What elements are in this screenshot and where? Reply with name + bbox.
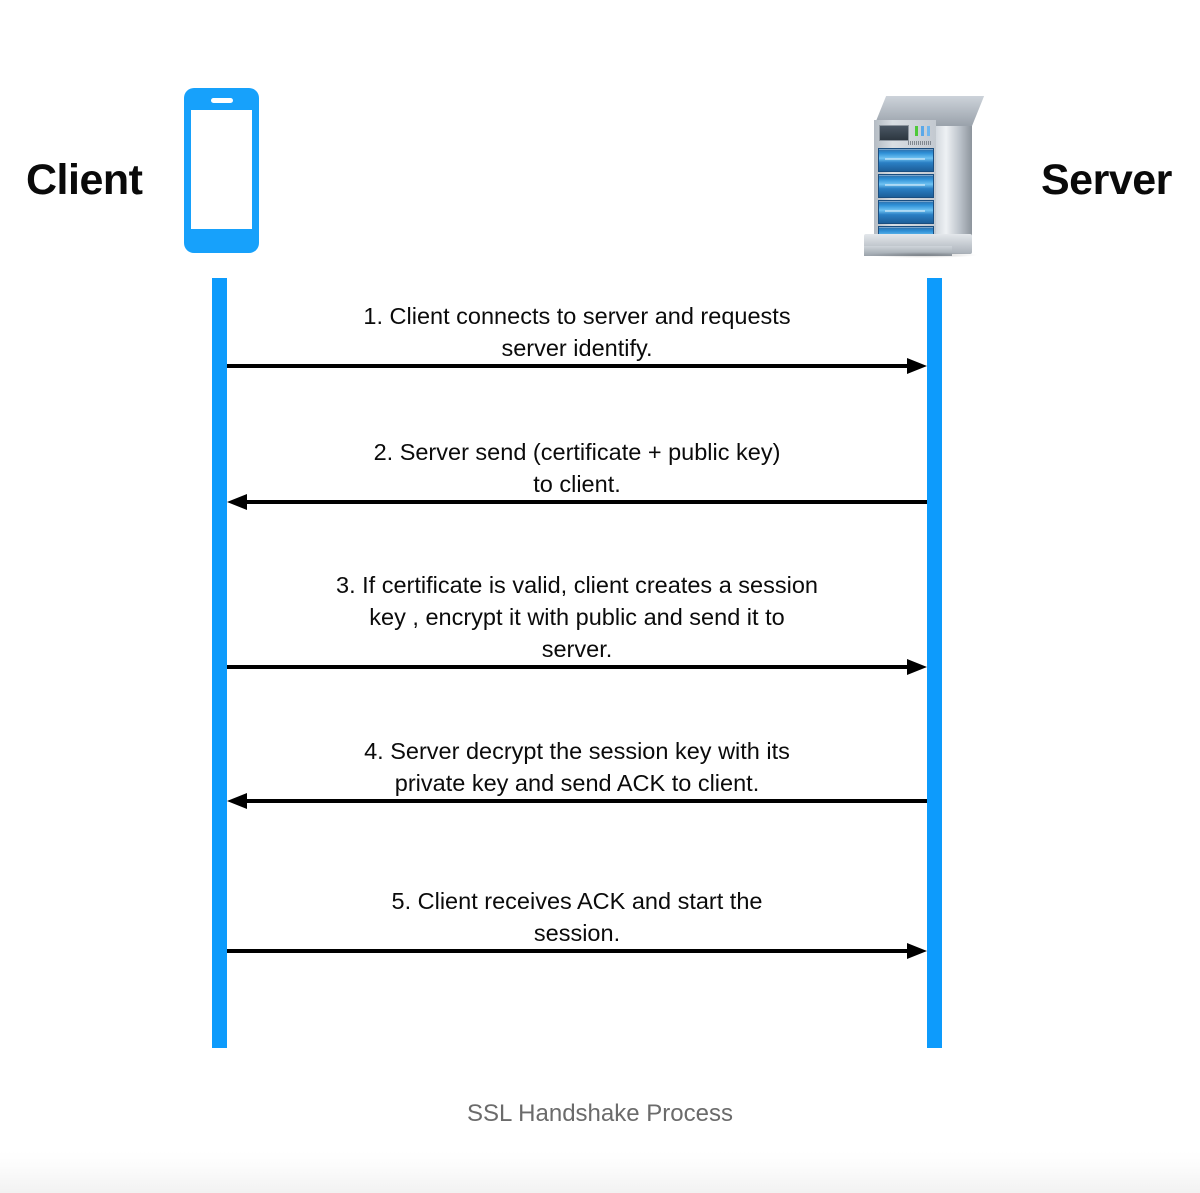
server-lifeline [927,278,942,1048]
server-led-green [915,126,918,136]
server-display-panel [879,125,909,141]
message-2-label: 2. Server send (certificate + public key… [373,439,781,497]
message-3-label: 3. If certificate is valid, client creat… [336,572,818,662]
phone-speaker-icon [210,98,233,103]
server-shadow [868,252,978,258]
server-actor-label: Server [1041,156,1172,204]
message-5: 5. Client receives ACK and start the ses… [227,871,927,959]
message-5-label: 5. Client receives ACK and start the ses… [391,888,763,946]
client-lifeline [212,278,227,1048]
bottom-gradient-band [0,1151,1200,1193]
arrow-line [227,949,909,953]
server-brand-mark [908,141,932,145]
message-2-arrow [227,494,927,510]
server-led-blue-2 [927,126,930,136]
arrow-line [245,799,927,803]
arrow-head-right-icon [907,358,927,374]
arrow-head-right-icon [907,659,927,675]
message-4-label: 4. Server decrypt the session key with i… [364,738,790,796]
server-drive-bay [878,174,934,198]
server-front-panel [874,120,936,250]
message-2: 2. Server send (certificate + public key… [227,422,927,510]
arrow-line [245,500,927,504]
message-1-label: 1. Client connects to server and request… [363,303,791,361]
message-4: 4. Server decrypt the session key with i… [227,721,927,809]
message-3: 3. If certificate is valid, client creat… [227,555,927,675]
message-1-arrow [227,358,927,374]
message-1: 1. Client connects to server and request… [227,286,927,374]
arrow-line [227,364,909,368]
arrow-head-left-icon [227,793,247,809]
diagram-caption: SSL Handshake Process [467,1100,733,1127]
server-led-blue-1 [921,126,924,136]
message-4-arrow [227,793,927,809]
message-3-arrow [227,659,927,675]
server-drive-bay [878,200,934,224]
server-base-front [864,246,952,256]
arrow-head-left-icon [227,494,247,510]
phone-screen [191,110,252,229]
mobile-phone-icon [184,88,259,253]
message-5-arrow [227,943,927,959]
arrow-line [227,665,909,669]
arrow-head-right-icon [907,943,927,959]
server-drive-bay [878,148,934,172]
client-actor-label: Client [26,156,143,204]
server-tower-icon [862,92,990,258]
